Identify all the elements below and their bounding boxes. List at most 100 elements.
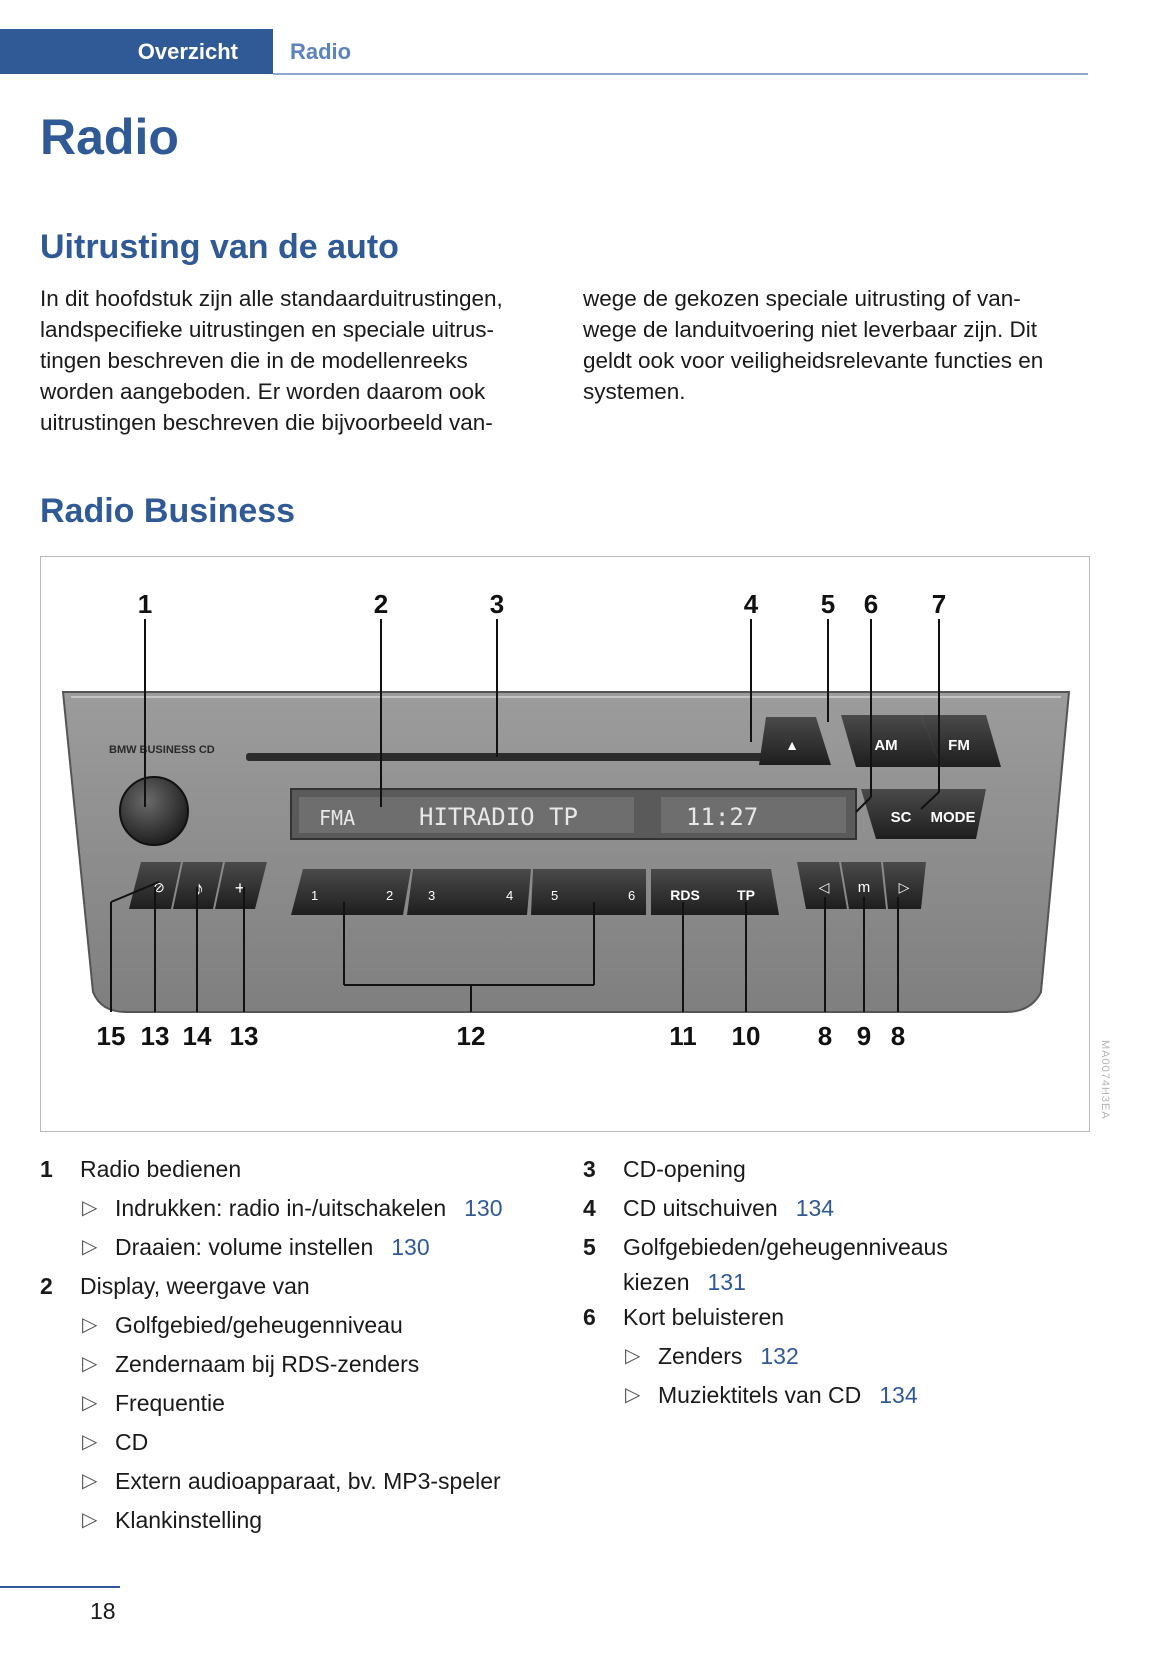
triangle-bullet-icon: ▷ xyxy=(82,1470,98,1492)
triangle-bullet-icon: ▷ xyxy=(82,1431,98,1453)
svg-text:FM: FM xyxy=(948,737,970,754)
text-line: systemen. xyxy=(583,379,686,404)
list-subitem: ▷ CD xyxy=(40,1423,560,1462)
prev-button xyxy=(797,862,847,909)
svg-text:5: 5 xyxy=(551,888,558,903)
svg-text:4: 4 xyxy=(506,888,513,903)
svg-text:11: 11 xyxy=(669,1021,697,1051)
page-number: 18 xyxy=(90,1598,116,1624)
radio-illustration: BMW BUSINESS CD FMA HITRADIO TP 11:27 ▲ … xyxy=(61,589,1071,1051)
text-line: geldt ook voor veiligheidsrelevante func… xyxy=(583,348,1044,373)
preset-1-2-button xyxy=(291,869,411,915)
am-button xyxy=(841,715,941,767)
list-item: 2 Display, weergave van xyxy=(40,1273,310,1299)
display-station: HITRADIO TP xyxy=(419,803,578,831)
svg-text:MODE: MODE xyxy=(931,809,976,826)
section-heading-equipment: Uitrusting van de auto xyxy=(40,228,399,266)
display-time: 11:27 xyxy=(686,803,758,831)
page-link[interactable]: 130 xyxy=(391,1234,430,1260)
header-bar xyxy=(0,29,273,74)
text-line: landspecifieke uitrustingen en speciale … xyxy=(40,317,495,342)
svg-text:1: 1 xyxy=(138,589,152,619)
tab-overzicht[interactable]: Overzicht xyxy=(137,38,238,64)
svg-text:10: 10 xyxy=(732,1021,761,1051)
svg-text:TP: TP xyxy=(737,887,755,903)
svg-text:m: m xyxy=(858,879,871,896)
header-divider xyxy=(273,73,1088,75)
page-link[interactable]: 131 xyxy=(707,1269,746,1295)
triangle-bullet-icon: ▷ xyxy=(82,1509,98,1531)
intro-column-right: wege de gekozen speciale uitrusting of v… xyxy=(583,283,1093,407)
page-title: Radio xyxy=(40,109,179,165)
svg-text:7: 7 xyxy=(932,589,946,619)
svg-text:◁: ◁ xyxy=(819,879,830,895)
svg-text:8: 8 xyxy=(818,1021,832,1051)
svg-text:+: + xyxy=(235,878,246,898)
sc-mode-button xyxy=(861,789,986,839)
triangle-bullet-icon: ▷ xyxy=(82,1353,98,1375)
list-item: 5 Golfgebieden/geheugenniveaus xyxy=(583,1234,948,1260)
list-item: 3 CD-opening xyxy=(583,1156,746,1182)
svg-text:9: 9 xyxy=(857,1021,871,1051)
text-line: wege de landuitvoering niet leverbaar zi… xyxy=(583,317,1038,342)
svg-text:6: 6 xyxy=(628,888,635,903)
list-subitem: ▷ Extern audioapparaat, bv. MP3-speler xyxy=(40,1462,560,1501)
svg-text:▲: ▲ xyxy=(785,737,799,753)
clock-button xyxy=(129,862,181,909)
svg-text:5: 5 xyxy=(821,589,835,619)
section-heading-radio-business: Radio Business xyxy=(40,492,296,530)
svg-text:▷: ▷ xyxy=(899,879,910,895)
svg-text:4: 4 xyxy=(744,589,759,619)
volume-knob xyxy=(119,776,189,846)
text-line: wege de gekozen speciale uitrusting of v… xyxy=(583,286,1021,311)
triangle-bullet-icon: ▷ xyxy=(82,1392,98,1414)
list-subitem: ▷ Klankinstelling xyxy=(40,1501,560,1540)
page-link[interactable]: 134 xyxy=(795,1195,835,1221)
svg-text:3: 3 xyxy=(428,888,435,903)
page-link[interactable]: 130 xyxy=(464,1195,503,1221)
cd-slot xyxy=(246,753,771,761)
text-line: worden aangeboden. Er worden daarom ook xyxy=(40,379,486,404)
triangle-bullet-icon: ▷ xyxy=(625,1384,641,1406)
svg-text:SC: SC xyxy=(891,809,912,826)
intro-column-left: In dit hoofdstuk zijn alle standaarduitr… xyxy=(40,283,550,438)
svg-text:AM: AM xyxy=(874,737,897,754)
triangle-bullet-icon: ▷ xyxy=(82,1314,98,1336)
svg-text:13: 13 xyxy=(141,1021,170,1051)
list-item: 1 Radio bedienen xyxy=(40,1156,242,1182)
svg-text:2: 2 xyxy=(386,888,393,903)
page-link[interactable]: 134 xyxy=(879,1382,918,1408)
svg-text:3: 3 xyxy=(490,589,504,619)
svg-text:8: 8 xyxy=(891,1021,905,1051)
svg-text:14: 14 xyxy=(183,1021,212,1051)
svg-text:13: 13 xyxy=(230,1021,259,1051)
svg-text:15: 15 xyxy=(97,1021,126,1051)
m-button xyxy=(841,862,886,909)
svg-text:12: 12 xyxy=(457,1021,486,1051)
triangle-bullet-icon: ▷ xyxy=(82,1197,98,1219)
preset-3-4-button xyxy=(407,869,531,915)
text-line: uitrustingen beschreven die bijvoorbeeld… xyxy=(40,410,493,435)
tone-button xyxy=(173,862,223,909)
svg-text:RDS: RDS xyxy=(670,887,700,903)
text-line: tingen beschreven die in de modellenreek… xyxy=(40,348,468,373)
svg-text:6: 6 xyxy=(864,589,878,619)
next-button xyxy=(883,862,926,909)
list-subitem: ▷ Frequentie xyxy=(40,1384,560,1423)
preset-5-6-button xyxy=(531,869,646,915)
tab-radio[interactable]: Radio xyxy=(290,38,352,64)
triangle-bullet-icon: ▷ xyxy=(625,1345,641,1367)
figure-code: MA0074H3EA xyxy=(1099,1040,1111,1120)
list-item: 6 Kort beluisteren xyxy=(583,1304,785,1330)
radio-body xyxy=(61,691,1071,1013)
list-subitem: ▷ Golfgebied/geheugenniveau xyxy=(40,1306,560,1345)
svg-text:♪: ♪ xyxy=(194,878,204,900)
page-link[interactable]: 132 xyxy=(760,1343,799,1369)
svg-text:2: 2 xyxy=(374,589,388,619)
